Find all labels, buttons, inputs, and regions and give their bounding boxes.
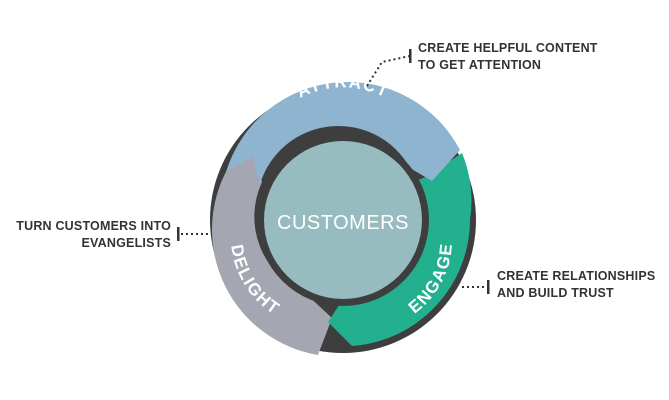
callout-delight-line2: EVANGELISTS	[81, 236, 171, 250]
callout-engage-line2: AND BUILD TRUST	[497, 286, 614, 300]
segment-attract	[226, 81, 460, 184]
callout-attract-line2: TO GET ATTENTION	[418, 58, 542, 72]
callout-engage: CREATE RELATIONSHIPS AND BUILD TRUST	[497, 268, 655, 302]
connector-delight	[177, 227, 209, 241]
callout-attract-line1: CREATE HELPFUL CONTENT	[418, 41, 598, 55]
center-label: CUSTOMERS	[277, 212, 409, 234]
connector-attract	[366, 49, 412, 87]
callout-engage-line1: CREATE RELATIONSHIPS	[497, 269, 656, 283]
connector-engage	[462, 280, 490, 294]
callout-delight: TURN CUSTOMERS INTO EVANGELISTS	[16, 218, 171, 252]
customers-circle	[264, 141, 422, 299]
segment-delight	[211, 153, 332, 355]
callout-delight-line1: TURN CUSTOMERS INTO	[16, 219, 171, 233]
callout-attract: CREATE HELPFUL CONTENT TO GET ATTENTION	[418, 40, 598, 74]
